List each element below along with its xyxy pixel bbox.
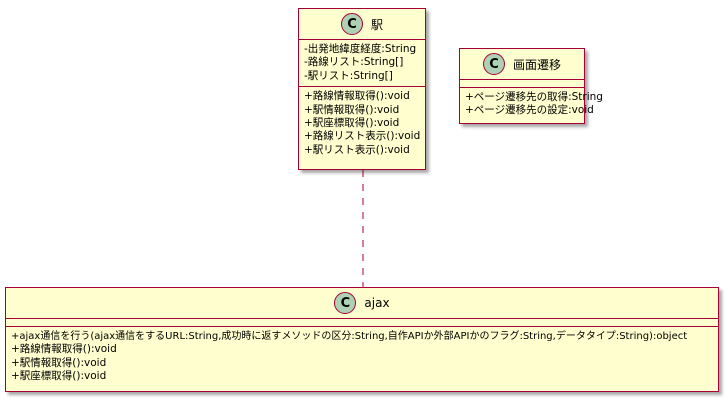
class-gamen-seni[interactable]: C 画面遷移 +ページ遷移先の取得:String +ページ遷移先の設定:void bbox=[459, 48, 603, 124]
class-stereotype-icon: C bbox=[482, 53, 505, 75]
class-gamen-seni-name: 画面遷移 bbox=[512, 57, 561, 72]
field: -路線リスト:String[] bbox=[304, 56, 404, 69]
method: +ajax通信を行う(ajax通信をするURL:String,成功時に返すメソッ… bbox=[11, 331, 688, 342]
method: +路線リスト表示():void bbox=[304, 130, 421, 143]
class-ajax[interactable]: C ajax +ajax通信を行う(ajax通信をするURL:String,成功… bbox=[5, 287, 719, 392]
method: +駅情報取得():void bbox=[304, 103, 400, 116]
method: +駅情報取得():void bbox=[11, 356, 107, 369]
class-stereotype-icon: C bbox=[334, 292, 357, 314]
method: +ページ遷移先の設定:void bbox=[465, 104, 594, 117]
class-gamen-seni-methods: +ページ遷移先の取得:String +ページ遷移先の設定:void bbox=[460, 88, 603, 121]
class-ajax-header: C ajax bbox=[6, 288, 718, 319]
field: -出発地緯度経度:String bbox=[304, 43, 417, 55]
class-eki[interactable]: C 駅 -出発地緯度経度:String -路線リスト:String[] -駅リス… bbox=[298, 8, 426, 170]
class-eki-name: 駅 bbox=[370, 17, 383, 32]
method: +ページ遷移先の取得:String bbox=[465, 91, 603, 103]
method: +駅座標取得():void bbox=[304, 117, 400, 130]
class-stereotype-icon: C bbox=[340, 13, 363, 35]
class-gamen-seni-fields bbox=[460, 80, 584, 88]
class-ajax-name: ajax bbox=[364, 296, 390, 310]
class-ajax-methods: +ajax通信を行う(ajax通信をするURL:String,成功時に返すメソッ… bbox=[6, 327, 718, 387]
class-eki-methods: +路線情報取得():void +駅情報取得():void +駅座標取得():vo… bbox=[299, 87, 425, 160]
method: +駅リスト表示():void bbox=[304, 143, 410, 156]
method: +駅座標取得():void bbox=[11, 370, 107, 383]
field: -駅リスト:String[] bbox=[304, 69, 393, 82]
class-ajax-fields bbox=[6, 319, 718, 327]
class-gamen-seni-header: C 画面遷移 bbox=[460, 49, 584, 80]
method: +路線情報取得():void bbox=[304, 90, 410, 103]
class-eki-header: C 駅 bbox=[299, 9, 425, 40]
method: +路線情報取得():void bbox=[11, 343, 117, 356]
class-eki-fields: -出発地緯度経度:String -路線リスト:String[] -駅リスト:St… bbox=[299, 40, 425, 88]
